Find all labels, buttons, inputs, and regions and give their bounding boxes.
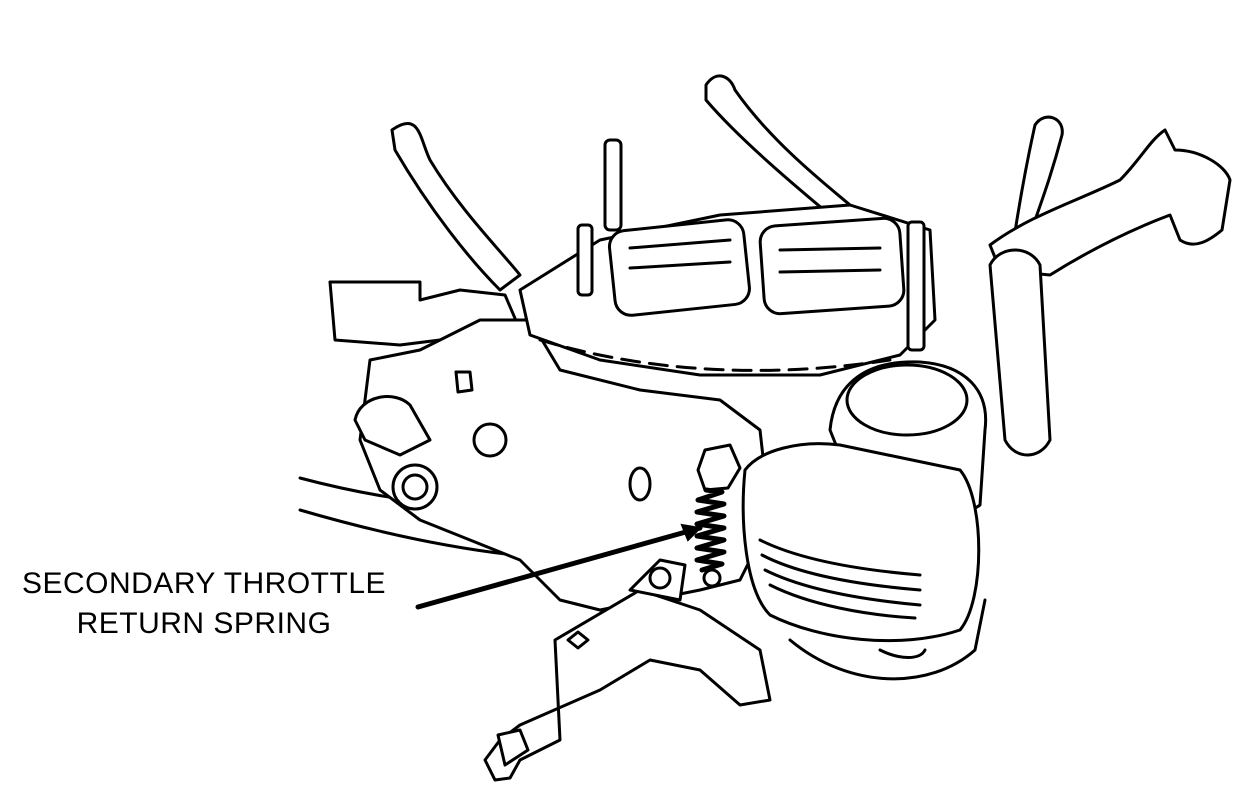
vent-port <box>628 466 652 502</box>
bowl-ridges <box>758 538 922 620</box>
vacuum-hose-left <box>390 122 522 292</box>
callout-leader-line <box>415 525 703 610</box>
callout-label-line1: SECONDARY THROTTLE <box>21 567 387 600</box>
callout-arrowhead <box>680 523 703 542</box>
mounting-arm <box>988 128 1232 277</box>
lever-end-pin <box>496 728 530 767</box>
fitting-elbow <box>353 395 432 457</box>
mounting-stud-left <box>576 223 594 297</box>
base-flange <box>788 598 987 681</box>
fuel-hose-vertical <box>988 248 1052 457</box>
vacuum-hose-right <box>1013 115 1064 237</box>
lever-diamond <box>566 630 590 650</box>
mounting-stud-right <box>906 220 926 352</box>
spring-anchor-nut <box>696 443 742 492</box>
throttle-lever <box>483 588 772 782</box>
vacuum-hose-middle <box>704 74 852 217</box>
secondary-throttle-return-spring <box>694 487 727 588</box>
mounting-stud-top <box>603 138 623 232</box>
venturi-secondary <box>758 216 906 316</box>
callout-label-line2: RETURN SPRING <box>76 607 332 640</box>
venturi-primary <box>607 218 751 317</box>
